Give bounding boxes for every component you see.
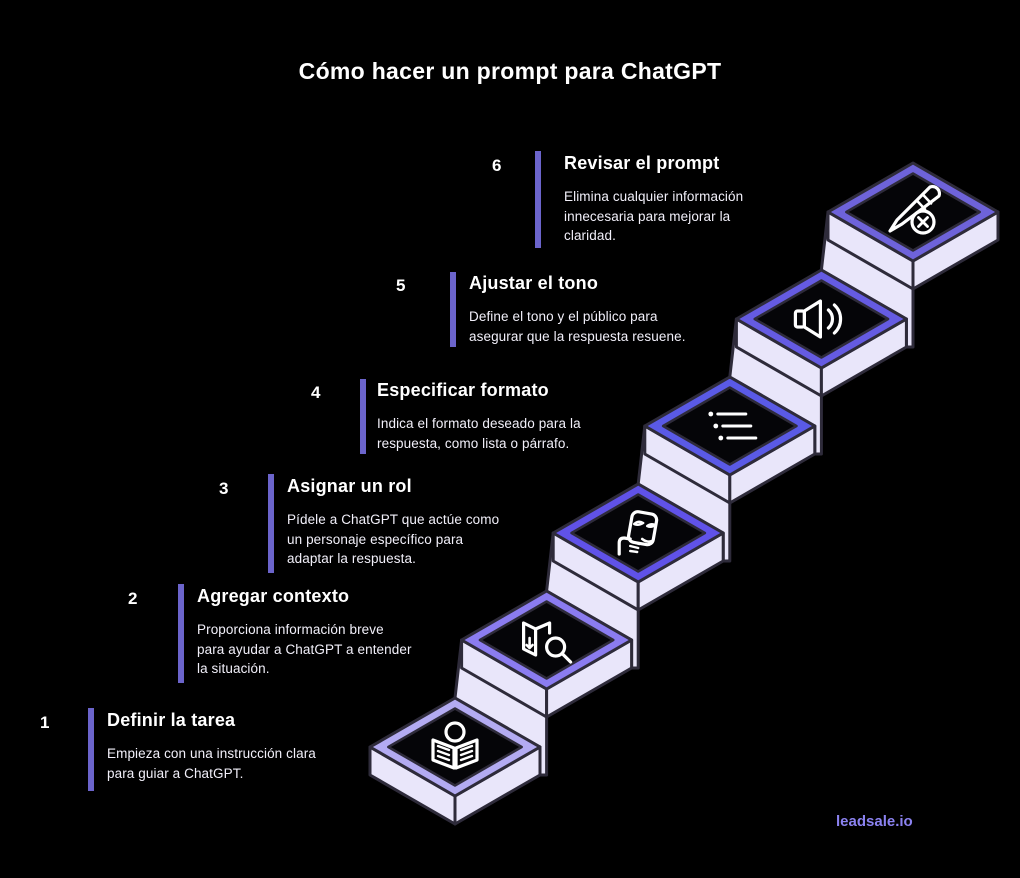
step-block-4: Especificar formato Indica el formato de… bbox=[377, 380, 581, 453]
stair-step-1 bbox=[368, 696, 542, 826]
step-accent-bar bbox=[535, 151, 541, 248]
speaker-icon bbox=[793, 299, 843, 339]
mask-icon bbox=[617, 510, 659, 556]
stair-top-face bbox=[570, 493, 707, 573]
step-description: Pídele a ChatGPT que actúe como un perso… bbox=[287, 512, 500, 566]
step-number: 1 bbox=[40, 713, 50, 732]
step-description: Elimina cualquier información innecesari… bbox=[564, 189, 744, 243]
step-number: 3 bbox=[219, 479, 229, 498]
step-number: 5 bbox=[396, 276, 406, 295]
step-title: Asignar un rol bbox=[287, 476, 412, 496]
stair-step-4 bbox=[636, 375, 817, 563]
stair-top-face bbox=[845, 172, 981, 252]
list-icon bbox=[708, 411, 758, 441]
step-accent-bar bbox=[88, 708, 94, 791]
stair-step-5 bbox=[728, 268, 908, 456]
step-description: Define el tono y el público para asegura… bbox=[469, 309, 686, 344]
step-block-5: Ajustar el tono Define el tono y el públ… bbox=[469, 273, 686, 346]
step-description: Indica el formato deseado para la respue… bbox=[377, 416, 581, 451]
page-title: Cómo hacer un prompt para ChatGPT bbox=[298, 58, 722, 84]
pencil-x-icon bbox=[888, 184, 942, 235]
step-title: Especificar formato bbox=[377, 380, 549, 400]
map-search-icon bbox=[521, 621, 573, 664]
step-accent-bar bbox=[450, 272, 456, 347]
reader-icon bbox=[431, 721, 479, 770]
step-block-2: Agregar contexto Proporciona información… bbox=[197, 586, 412, 679]
step-title: Ajustar el tono bbox=[469, 273, 599, 293]
step-block-1: Definir la tarea Empieza con una instruc… bbox=[107, 710, 316, 783]
step-title: Definir la tarea bbox=[107, 710, 236, 730]
step-accent-bar bbox=[178, 584, 184, 683]
step-accent-bar bbox=[268, 474, 274, 573]
stair-step-2 bbox=[453, 589, 634, 777]
stair-top-face bbox=[478, 600, 615, 680]
stair-step-6 bbox=[819, 161, 1000, 349]
step-number: 6 bbox=[492, 156, 502, 175]
step-block-6: Revisar el prompt Elimina cualquier info… bbox=[564, 153, 743, 246]
brand-watermark: leadsale.io bbox=[836, 813, 913, 830]
stair-step-3 bbox=[545, 482, 725, 670]
step-title: Agregar contexto bbox=[197, 586, 350, 606]
step-description: Proporciona información breve para ayuda… bbox=[197, 622, 412, 676]
step-number: 4 bbox=[311, 383, 321, 402]
step-accent-bar bbox=[360, 379, 366, 454]
step-description: Empieza con una instrucción clara para g… bbox=[107, 746, 316, 781]
step-title: Revisar el prompt bbox=[564, 153, 720, 173]
step-block-3: Asignar un rol Pídele a ChatGPT que actú… bbox=[287, 476, 499, 569]
step-number: 2 bbox=[128, 589, 138, 608]
